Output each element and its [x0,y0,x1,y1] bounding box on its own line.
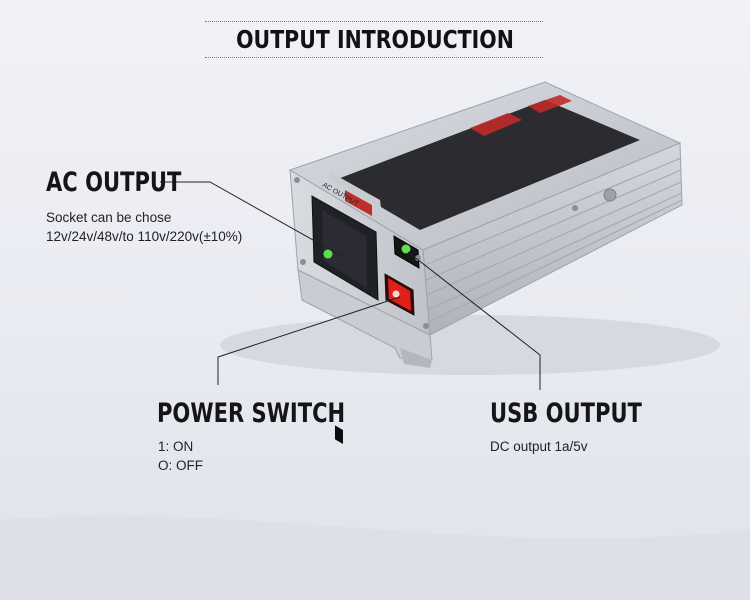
power-switch-line-2: O: OFF [158,458,203,473]
ac-socket [311,195,379,445]
usb-port [393,235,420,269]
usb-output-line-1: DC output 1a/5v [490,439,588,454]
title-bottom-rule [205,57,543,58]
ac-output-heading: AC OUTPUT [46,167,182,198]
page-title: OUTPUT INTRODUCTION [236,25,514,54]
ac-output-line-1: Socket can be chose [46,210,172,225]
usb-output-heading: USB OUTPUT [490,398,642,429]
top-label-panel [335,100,640,230]
power-switch-line-1: 1: ON [158,439,194,454]
ac-output-line-2: 12v/24v/48v/to 110v/220v(±10%) [46,229,243,244]
callout-lines [160,181,541,390]
power-switch [384,273,415,316]
usb-output-description: DC output 1a/5v [490,437,588,456]
power-switch-heading: POWER SWITCH [157,398,346,429]
title-top-rule [205,21,543,22]
power-switch-description: 1: ON O: OFF [158,437,203,475]
ac-output-description: Socket can be chose 12v/24v/48v/to 110v/… [46,208,242,246]
